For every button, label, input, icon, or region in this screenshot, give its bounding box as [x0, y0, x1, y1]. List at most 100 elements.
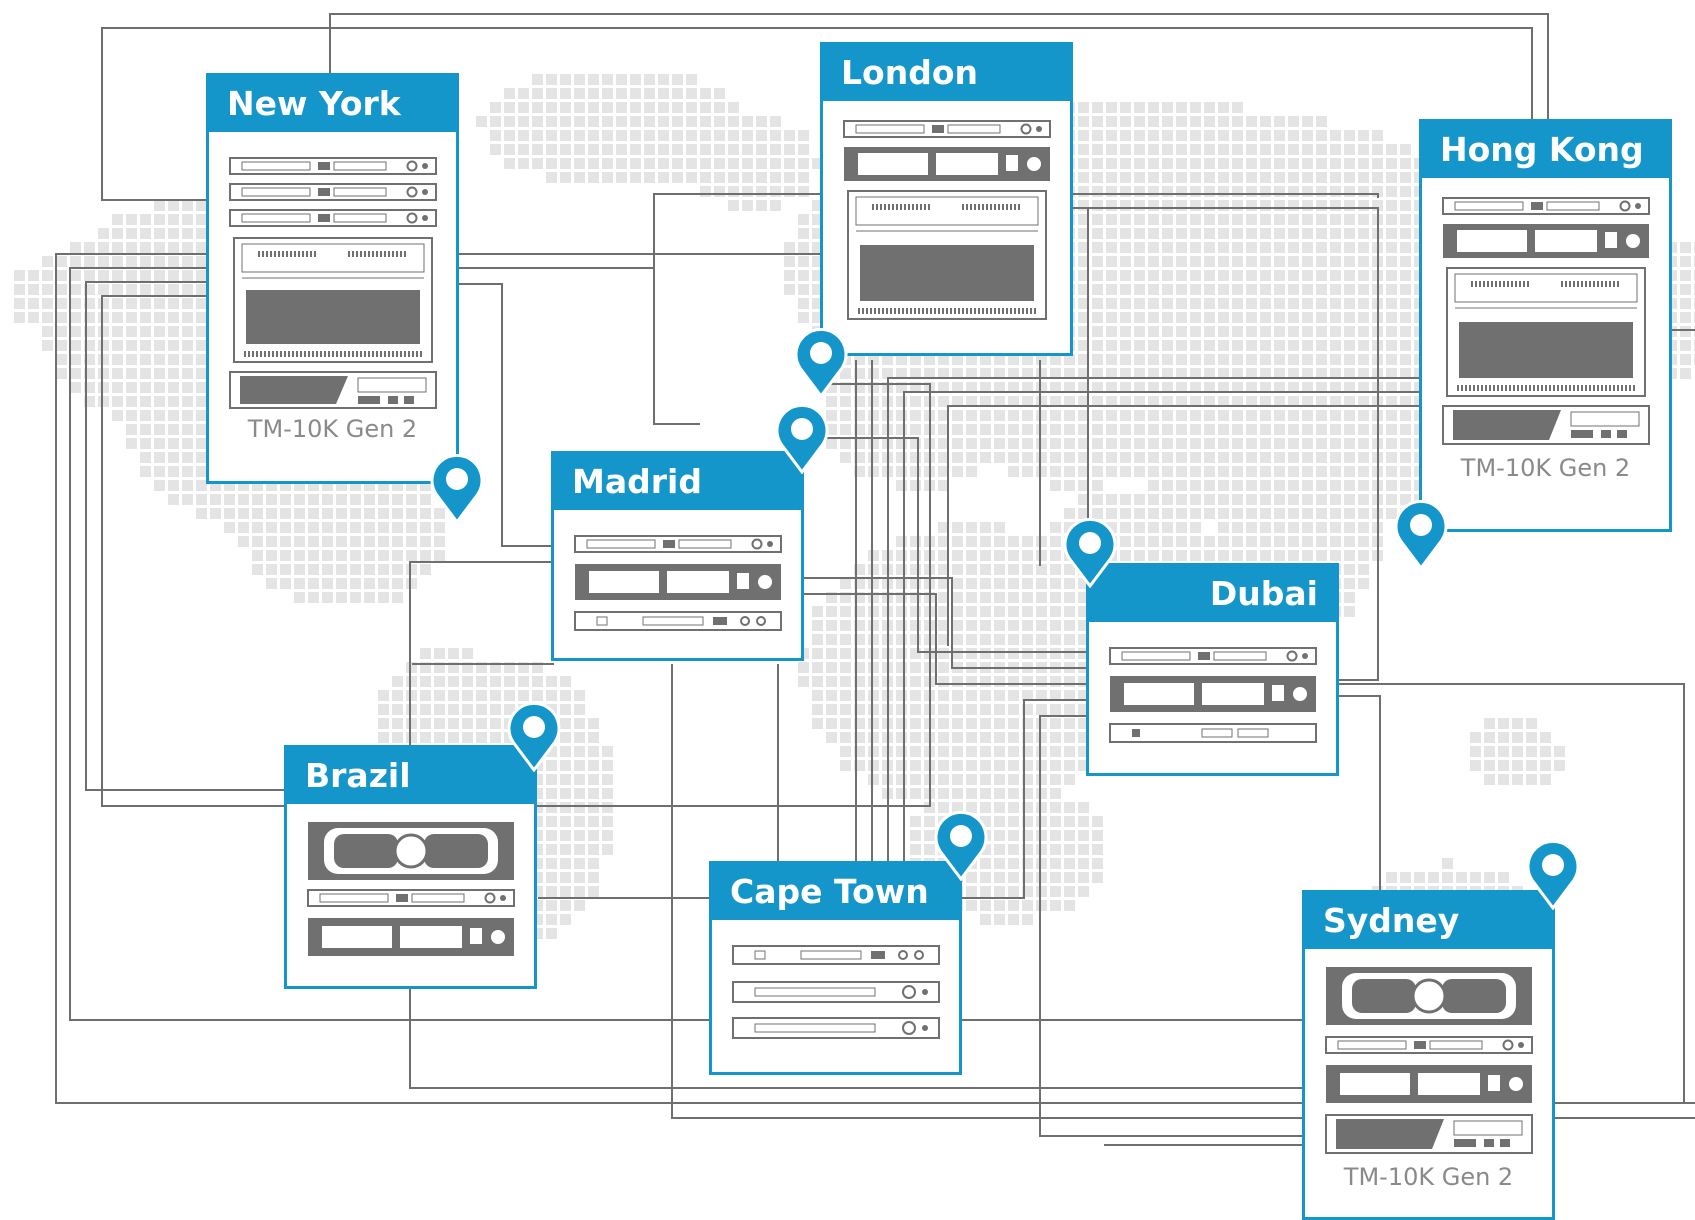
- map-dot: [924, 830, 935, 841]
- map-dot: [1288, 326, 1299, 337]
- map-dot: [1386, 438, 1397, 449]
- map-dot: [1316, 410, 1327, 421]
- map-dot: [1274, 242, 1285, 253]
- map-dot: [1358, 284, 1369, 295]
- map-dot: [952, 410, 963, 421]
- map-dot: [574, 844, 585, 855]
- map-dot: [70, 298, 81, 309]
- map-dot: [742, 130, 753, 141]
- map-dot: [140, 284, 151, 295]
- map-dot: [1036, 844, 1047, 855]
- map-dot: [826, 382, 837, 393]
- map-dot: [826, 662, 837, 673]
- map-dot: [1162, 340, 1173, 351]
- map-dot: [1260, 424, 1271, 435]
- map-dot: [1344, 326, 1355, 337]
- map-dot: [1092, 452, 1103, 463]
- map-dot: [1148, 480, 1159, 491]
- map-dot: [1204, 410, 1215, 421]
- map-dot: [1512, 774, 1523, 785]
- map-dot: [140, 382, 151, 393]
- map-dot: [1162, 130, 1173, 141]
- map-dot: [1078, 424, 1089, 435]
- map-dot: [1120, 326, 1131, 337]
- map-dot: [1008, 844, 1019, 855]
- map-dot: [994, 648, 1005, 659]
- map-dot: [966, 382, 977, 393]
- map-dot: [140, 452, 151, 463]
- map-pin-icon: [794, 328, 848, 398]
- map-dot: [350, 522, 361, 533]
- map-dot: [1204, 312, 1215, 323]
- map-dot: [574, 732, 585, 743]
- map-dot: [1470, 760, 1481, 771]
- map-dot: [504, 116, 515, 127]
- map-dot: [588, 830, 599, 841]
- map-dot: [1330, 438, 1341, 449]
- map-dot: [1120, 438, 1131, 449]
- map-dot: [644, 116, 655, 127]
- map-dot: [868, 606, 879, 617]
- map-dot: [756, 186, 767, 197]
- device-1u-icon: [306, 889, 515, 907]
- map-dot: [1092, 424, 1103, 435]
- map-dot: [588, 802, 599, 813]
- map-dot: [1106, 158, 1117, 169]
- map-dot: [560, 130, 571, 141]
- map-dot: [952, 718, 963, 729]
- map-dot: [1232, 284, 1243, 295]
- map-dot: [546, 788, 557, 799]
- map-dot: [840, 438, 851, 449]
- equipment-rack: [554, 510, 801, 640]
- map-dot: [868, 354, 879, 365]
- map-dot: [1092, 102, 1103, 113]
- map-dot: [966, 438, 977, 449]
- map-dot: [1316, 326, 1327, 337]
- map-dot: [1526, 774, 1537, 785]
- map-dot: [1484, 872, 1495, 883]
- map-dot: [1400, 144, 1411, 155]
- map-dot: [1106, 116, 1117, 127]
- map-dot: [1176, 396, 1187, 407]
- map-dot: [1498, 872, 1509, 883]
- map-dot: [700, 102, 711, 113]
- map-dot: [182, 326, 193, 337]
- map-dot: [1400, 466, 1411, 477]
- map-dot: [1120, 312, 1131, 323]
- rack-equipment-icon: [228, 157, 437, 409]
- map-dot: [896, 396, 907, 407]
- map-dot: [1036, 816, 1047, 827]
- map-dot: [1022, 732, 1033, 743]
- map-dot: [1162, 242, 1173, 253]
- map-dot: [434, 536, 445, 547]
- map-dot: [1358, 354, 1369, 365]
- map-dot: [1036, 396, 1047, 407]
- map-dot: [1120, 228, 1131, 239]
- map-dot: [840, 592, 851, 603]
- map-dot: [1386, 298, 1397, 309]
- map-dot: [1218, 228, 1229, 239]
- map-dot: [1386, 312, 1397, 323]
- map-dot: [350, 564, 361, 575]
- map-dot: [1022, 606, 1033, 617]
- map-dot: [868, 760, 879, 771]
- map-dot: [910, 354, 921, 365]
- map-dot: [420, 704, 431, 715]
- map-dot: [1078, 270, 1089, 281]
- map-dot: [910, 368, 921, 379]
- map-dot: [1246, 144, 1257, 155]
- map-dot: [1050, 592, 1061, 603]
- map-dot: [1400, 424, 1411, 435]
- map-dot: [1022, 578, 1033, 589]
- map-dot: [574, 172, 585, 183]
- map-dot: [532, 102, 543, 113]
- map-dot: [1022, 536, 1033, 547]
- map-dot: [1274, 466, 1285, 477]
- map-dot: [938, 732, 949, 743]
- map-dot: [1176, 312, 1187, 323]
- map-dot: [1106, 424, 1117, 435]
- map-dot: [854, 382, 865, 393]
- map-dot: [938, 578, 949, 589]
- map-dot: [364, 494, 375, 505]
- map-dot: [854, 648, 865, 659]
